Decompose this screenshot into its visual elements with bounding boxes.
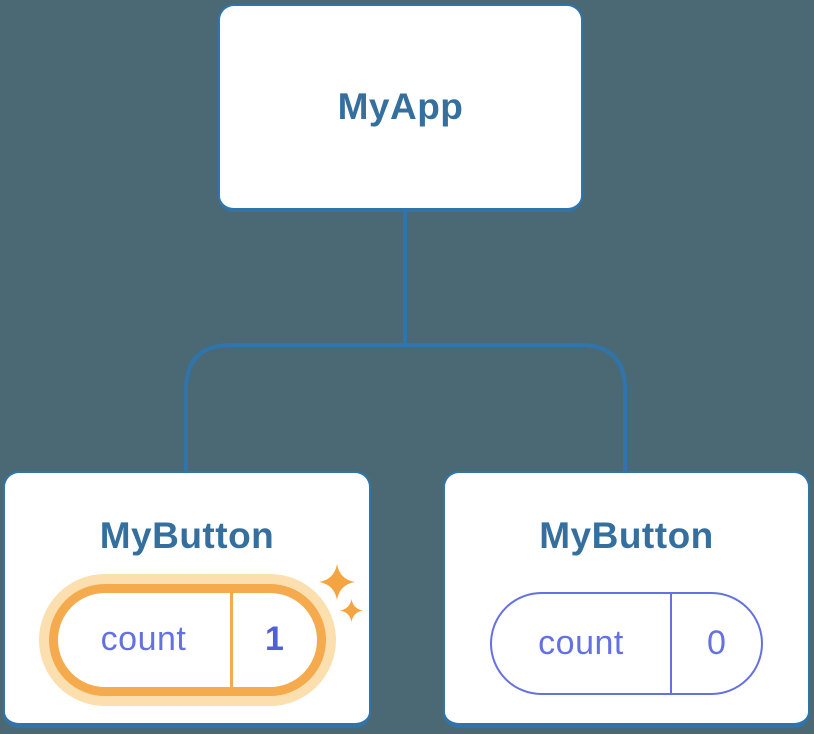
component-label: MyButton [539,515,714,556]
state-pill-divider [670,593,672,693]
sparkle-icon [319,564,355,600]
component-label: MyButton [99,515,275,556]
component-node-root: MyApp [218,4,583,212]
state-pill-highlighted: count 1 [48,583,326,696]
state-pill-divider [229,592,233,687]
state-name: count [538,623,624,662]
component-node-child: MyButton count 0 [443,471,810,728]
sparkle-icon [340,599,363,622]
state-value: 0 [707,623,726,662]
state-value: 1 [265,620,284,659]
component-label: MyApp [337,85,464,127]
state-pill: count 0 [490,591,763,695]
connector-branch [184,343,627,472]
component-node-child-highlighted: MyButton count 1 [3,471,371,728]
state-name: count [100,620,187,659]
